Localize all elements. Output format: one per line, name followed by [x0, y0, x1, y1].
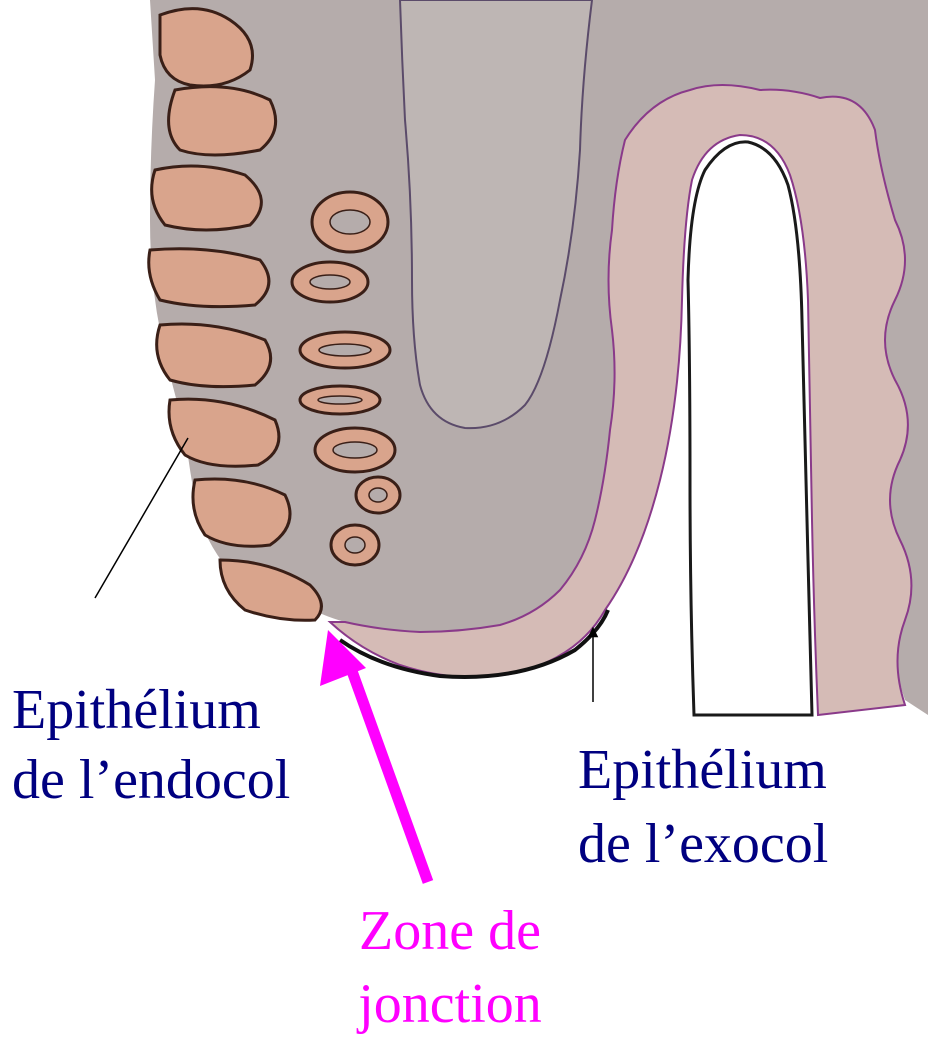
endocol-label-line2: de l’endocol	[12, 752, 290, 808]
gland-fold-4	[149, 249, 269, 307]
gland-lumen-7	[345, 537, 365, 553]
junction-label-line1: Zone de	[320, 903, 580, 959]
gland-fold-3	[152, 166, 262, 230]
gland-lumen-1	[330, 210, 370, 234]
gland-lumen-6	[369, 488, 387, 502]
gland-lumen-4	[318, 396, 362, 404]
endocol-label-line1: Epithélium	[12, 682, 261, 738]
exocol-label-line2: de l’exocol	[578, 816, 828, 872]
gland-lumen-5	[333, 442, 377, 458]
endocol-leader-line	[95, 438, 188, 598]
gland-lumen-2	[310, 275, 350, 289]
fornix-space	[688, 142, 812, 715]
junction-label-line2: jonction	[320, 976, 580, 1032]
gland-fold-7	[193, 479, 290, 546]
junction-arrow-shaft	[348, 660, 428, 882]
gland-lumen-3	[319, 344, 371, 356]
exocol-label-line1: Epithélium	[578, 742, 827, 798]
gland-fold-2	[169, 87, 276, 155]
